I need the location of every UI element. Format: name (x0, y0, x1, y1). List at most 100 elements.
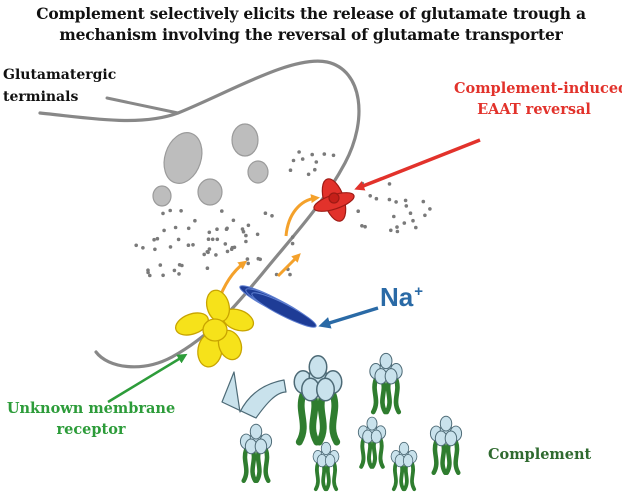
glutamate-dot (215, 227, 219, 231)
complement-label: Complement (488, 446, 592, 463)
glutamate-dot (290, 241, 295, 246)
receptor-pointer-arrow (107, 353, 188, 404)
glutamate-dot (360, 224, 364, 228)
glutamate-dot (161, 211, 165, 216)
glutamate-dot (134, 243, 138, 248)
glutamate-dots (134, 150, 432, 278)
vesicle-group (152, 123, 269, 207)
glutamate-dot (404, 204, 409, 208)
complement-proteins (239, 352, 463, 492)
glutamate-dot (193, 218, 197, 223)
eaat-label-line: EAAT reversal (477, 101, 591, 118)
glutamate-dot (245, 257, 250, 261)
glutamate-dot (168, 245, 173, 249)
eaat-label: Complement-induced EAAT reversal (454, 78, 622, 120)
glutamate-dot (173, 225, 178, 230)
glutamate-dot (229, 247, 234, 251)
glutamate-dot (322, 152, 327, 156)
glutamate-dot (263, 211, 268, 215)
glutamate-dot (153, 247, 157, 252)
receptor-label: Unknown membrane receptor (2, 398, 180, 440)
glutamate-dot (177, 263, 182, 267)
glutamate-dot (186, 226, 191, 231)
glutamate-dot (214, 253, 218, 257)
sodium-symbol: Na (380, 282, 414, 312)
unknown-receptor (175, 289, 255, 368)
glutamate-dot (148, 273, 152, 278)
sodium-charge: + (414, 283, 424, 300)
glutamate-dot (186, 243, 191, 247)
receptor-label-line: Unknown membrane (6, 400, 176, 417)
glutamate-dot (244, 239, 248, 244)
glutamate-dot (177, 272, 181, 276)
glutamate-dot (387, 197, 392, 202)
glutamate-dot (392, 214, 396, 219)
glutamate-dot (202, 252, 206, 257)
eaat-label-line: Complement-induced (454, 80, 622, 97)
glutamate-dot (368, 194, 373, 198)
vesicle (197, 178, 223, 206)
glutamate-dot (232, 245, 237, 250)
glutamate-dot (146, 270, 150, 275)
glutamate-dot (403, 198, 408, 203)
glutamate-flow-arrow (276, 253, 301, 278)
complement-protein (429, 415, 463, 476)
glutamate-dot (158, 263, 163, 267)
glutamate-dot (179, 209, 183, 213)
glutamate-dot (215, 237, 220, 242)
sodium-label: Na+ (380, 282, 423, 313)
vesicle (231, 123, 259, 157)
complement-protein (239, 423, 273, 484)
terminals-label-line: Glutamatergic (3, 67, 117, 83)
complement-protein (390, 441, 418, 492)
glutamate-dot (389, 228, 393, 233)
sodium-pointer-arrow (318, 306, 379, 329)
glutamate-dot (291, 158, 296, 163)
glutamate-dot (421, 199, 426, 204)
eaat-pointer-arrow (354, 138, 481, 191)
glutamate-dot (313, 167, 317, 172)
receptor-label-line: receptor (56, 421, 126, 438)
glutamate-dot (414, 225, 418, 230)
glutamate-dot (363, 224, 367, 229)
glutamate-dot (206, 237, 211, 241)
title-line-1: Complement selectively elicits the relea… (36, 4, 586, 23)
vesicle (247, 160, 269, 184)
glutamate-dot (314, 160, 319, 164)
glutamate-dot (225, 226, 229, 231)
glutamate-dot (290, 235, 295, 239)
glutamate-dot (423, 213, 427, 218)
glutamate-dot (231, 218, 236, 223)
glutamate-dot (288, 272, 292, 277)
glutamate-dot (220, 209, 224, 213)
complement-protein (357, 416, 387, 469)
vesicle (163, 132, 203, 184)
glutamate-dot (155, 236, 160, 241)
title-line-2: mechanism involving the reversal of glut… (59, 25, 563, 44)
glutamate-dot (331, 153, 336, 158)
complement-binding-arrow (221, 371, 287, 419)
glutamate-flow-arrow (284, 194, 320, 237)
glutamate-dot (300, 157, 305, 161)
glutamate-dot (356, 209, 361, 213)
glutamate-dot (168, 208, 172, 213)
glutamate-dot (205, 250, 210, 254)
glutamate-dot (288, 168, 293, 172)
complement-protein (312, 441, 340, 492)
glutamate-dot (408, 211, 413, 215)
glutamate-dot (255, 232, 260, 237)
complement-protein (293, 355, 343, 446)
glutamate-dot (210, 237, 215, 242)
glutamate-dot (428, 207, 432, 211)
glutamate-dot (395, 229, 400, 234)
glutamate-dot (141, 246, 145, 250)
glutamate-dot (152, 237, 156, 242)
glutamate-dot (207, 247, 212, 251)
glutamate-dot (270, 214, 274, 218)
glutamate-dot (225, 249, 230, 254)
glutamate-dot (244, 233, 248, 238)
glutamate-dot (297, 150, 301, 154)
glutamate-dot (161, 273, 165, 278)
glutamate-dot (162, 228, 166, 233)
glutamate-dot (205, 266, 210, 271)
